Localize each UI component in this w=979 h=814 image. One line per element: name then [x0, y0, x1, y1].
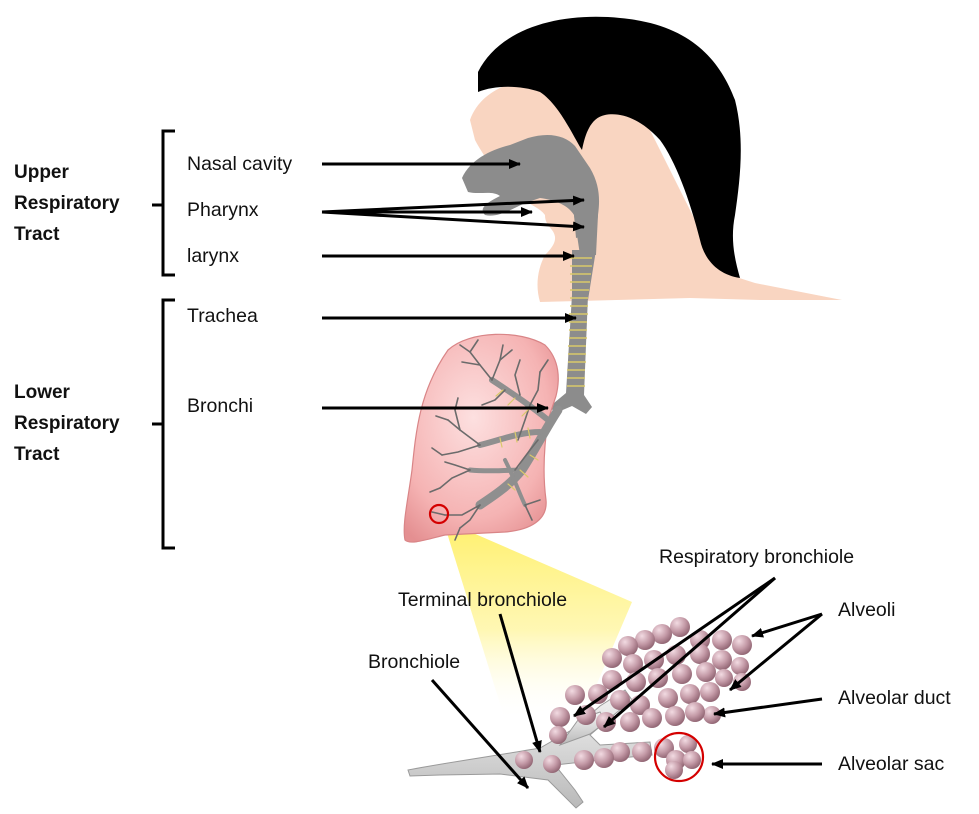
upper-tract-line-3: Tract [14, 219, 120, 250]
upper-tract-line-1: Upper [14, 157, 120, 188]
upper-tract-bracket [152, 131, 175, 275]
lower-tract-line-3: Tract [14, 439, 120, 470]
label-alveolar-sac: Alveolar sac [838, 753, 944, 775]
lower-tract-line-1: Lower [14, 377, 120, 408]
label-larynx: larynx [187, 245, 239, 267]
label-bronchi: Bronchi [187, 395, 253, 417]
lower-tract-line-2: Respiratory [14, 408, 120, 439]
label-trachea: Trachea [187, 305, 258, 327]
label-respiratory-bronchiole: Respiratory bronchiole [659, 546, 854, 568]
lower-respiratory-tract-label: Lower Respiratory Tract [14, 377, 120, 470]
label-alveoli: Alveoli [838, 599, 895, 621]
lower-tract-bracket [152, 300, 175, 548]
upper-respiratory-tract-label: Upper Respiratory Tract [14, 157, 120, 250]
label-nasal-cavity: Nasal cavity [187, 153, 292, 175]
label-pharynx: Pharynx [187, 199, 259, 221]
arrow-alveoli-1 [752, 614, 822, 636]
label-bronchiole: Bronchiole [368, 651, 460, 673]
label-alveolar-duct: Alveolar duct [838, 687, 951, 709]
arrow-alveolar-duct [714, 699, 822, 714]
upper-tract-line-2: Respiratory [14, 188, 120, 219]
label-terminal-bronchiole: Terminal bronchiole [398, 589, 567, 611]
